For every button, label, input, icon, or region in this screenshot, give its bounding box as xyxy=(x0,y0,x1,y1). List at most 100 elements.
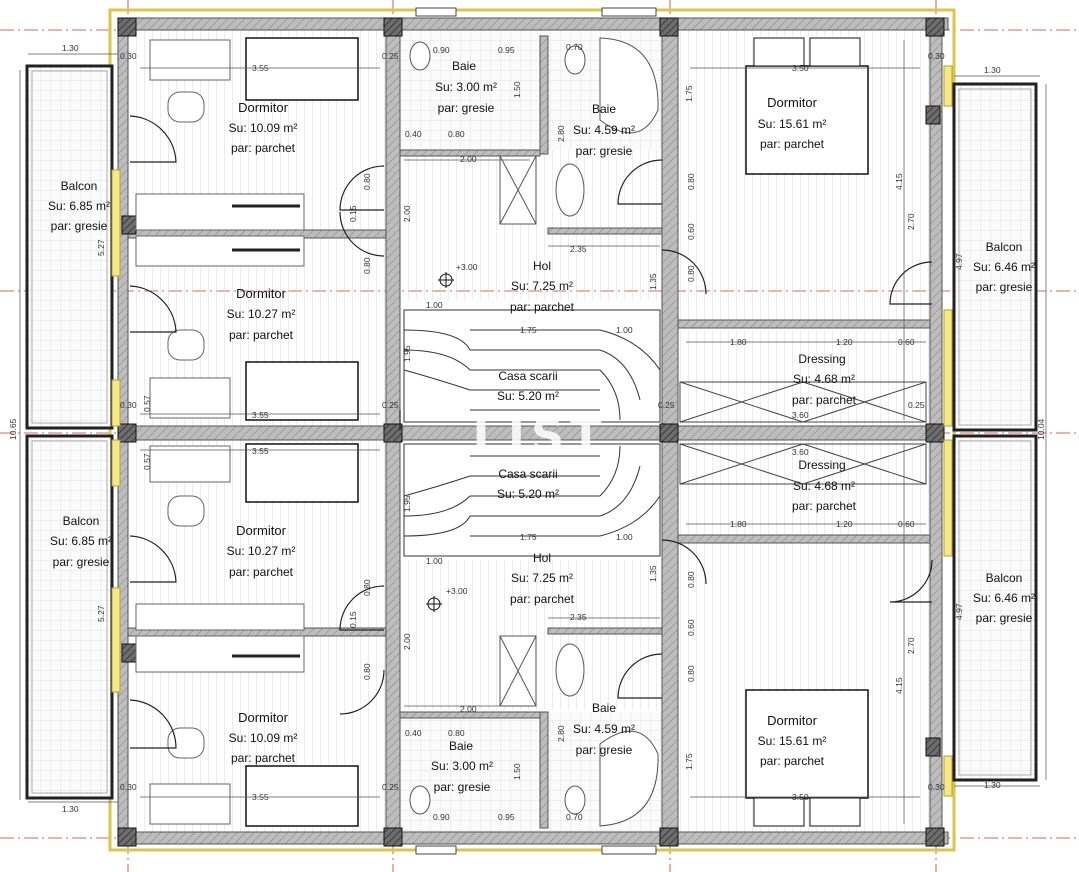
dim-label: 0.80 xyxy=(686,571,696,588)
doors xyxy=(129,115,933,749)
room-area: Su: 7.25 m² xyxy=(511,571,573,585)
dim-label: 0.25 xyxy=(658,400,675,410)
dim-label: 4.15 xyxy=(894,173,904,190)
room-name-dormitor: Dormitor xyxy=(767,713,818,728)
dim-label: 1.30 xyxy=(62,43,79,53)
dim-label: 1.20 xyxy=(836,519,853,529)
room-area: Su: 3.00 m² xyxy=(431,759,493,773)
room-area: Su: 6.85 m² xyxy=(50,534,112,548)
room-area: Su: 10.09 m² xyxy=(229,731,298,745)
room-name-hol: Hol xyxy=(533,259,551,273)
dim-label: 1.75 xyxy=(684,753,694,770)
dim-label: 4.97 xyxy=(954,603,964,620)
dim-label: 0.80 xyxy=(686,665,696,682)
room-floor: par: parchet xyxy=(229,565,294,579)
watermark: LIST xyxy=(473,409,608,463)
room-name-dormitor: Dormitor xyxy=(238,100,289,115)
room-floor: par: parchet xyxy=(231,751,296,765)
dim-label: 0.30 xyxy=(120,400,137,410)
dim-label: 10.04 xyxy=(1036,418,1046,440)
balconies xyxy=(25,64,1038,800)
room-area: Su: 4.59 m² xyxy=(573,123,635,137)
room-area: Su: 4.68 m² xyxy=(793,372,855,386)
dim-label: 0.80 xyxy=(448,728,465,738)
dimension-labels: 1.30 1.30 1.30 1.30 3.55 3.55 3.55 3.55 … xyxy=(8,42,1046,822)
dim-label: 3.55 xyxy=(252,63,269,73)
room-floor: par: gresie xyxy=(53,555,110,569)
dim-label: 0.90 xyxy=(433,812,450,822)
dim-label: 2.80 xyxy=(556,125,566,142)
dim-label: 1.00 xyxy=(426,556,443,566)
room-name-stairwell: Casa scarii xyxy=(498,467,557,481)
room-name-balcon: Balcon xyxy=(63,514,100,528)
dim-label: 5.27 xyxy=(96,239,106,256)
dim-label: 1.20 xyxy=(836,337,853,347)
dim-label: 0.30 xyxy=(928,51,945,61)
dim-label: 0.90 xyxy=(433,45,450,55)
room-name-dormitor: Dormitor xyxy=(238,710,289,725)
dim-label: 1.80 xyxy=(730,519,747,529)
dim-label: 0.60 xyxy=(898,519,915,529)
dim-label: 0.30 xyxy=(120,782,137,792)
desks-and-wardrobes xyxy=(135,39,305,825)
room-name-balcon: Balcon xyxy=(986,571,1023,585)
dim-label: 0.80 xyxy=(362,173,372,190)
dim-label: 4.15 xyxy=(894,677,904,694)
room-name-hol: Hol xyxy=(533,551,551,565)
room-area: Su: 10.27 m² xyxy=(227,544,296,558)
dim-label: 0.25 xyxy=(382,782,399,792)
room-area: Su: 6.46 m² xyxy=(973,591,1035,605)
dim-label: 1.00 xyxy=(426,300,443,310)
dim-label: 2.80 xyxy=(556,725,566,742)
dim-label: 1.95 xyxy=(402,495,412,512)
room-area: Su: 5.20 m² xyxy=(497,389,559,403)
room-area: Su: 4.59 m² xyxy=(573,722,635,736)
dim-label: 0.80 xyxy=(686,173,696,190)
dim-label: 1.75 xyxy=(520,325,537,335)
dim-label: 1.50 xyxy=(512,81,522,98)
room-floor: par: gresie xyxy=(576,144,633,158)
room-name-balcon: Balcon xyxy=(61,179,98,193)
dim-label: 1.95 xyxy=(402,345,412,362)
dim-label: 0.80 xyxy=(686,265,696,282)
dim-label: 1.35 xyxy=(648,273,658,290)
room-name-baie: Baie xyxy=(452,59,476,73)
dim-label: 0.70 xyxy=(566,812,583,822)
dim-label: 0.60 xyxy=(686,619,696,636)
dim-label: 1.80 xyxy=(730,337,747,347)
stairs xyxy=(403,309,661,557)
dim-label: 0.57 xyxy=(142,395,152,412)
room-area: Su: 10.27 m² xyxy=(227,307,296,321)
room-name-baie: Baie xyxy=(592,102,616,116)
dim-label: 0.57 xyxy=(142,453,152,470)
room-floor: par: parchet xyxy=(510,592,575,606)
room-floor: par: gresie xyxy=(576,743,633,757)
dim-label: 10.65 xyxy=(8,418,18,440)
dim-label: 3.60 xyxy=(792,447,809,457)
dim-label: 0.15 xyxy=(348,611,358,628)
room-area: Su: 6.85 m² xyxy=(48,199,110,213)
dressing-storage xyxy=(679,381,927,485)
room-name-dressing: Dressing xyxy=(798,458,845,472)
room-area: Su: 10.09 m² xyxy=(229,121,298,135)
dim-label: 2.35 xyxy=(570,612,587,622)
room-floor: par: parchet xyxy=(510,300,575,314)
dim-label: 1.00 xyxy=(616,532,633,542)
dim-label: 1.75 xyxy=(520,532,537,542)
room-name-dormitor: Dormitor xyxy=(767,95,818,110)
room-labels: Dormitor Su: 10.09 m² par: parchet Dormi… xyxy=(48,59,1035,794)
dim-label: 2.70 xyxy=(906,637,916,654)
room-floor: par: parchet xyxy=(229,328,294,342)
room-name-dormitor: Dormitor xyxy=(236,523,287,538)
room-name-balcon: Balcon xyxy=(986,240,1023,254)
dim-label: 0.25 xyxy=(908,400,925,410)
dim-label: 0.60 xyxy=(898,337,915,347)
dim-label: 3.55 xyxy=(252,446,269,456)
dim-label: 0.60 xyxy=(686,223,696,240)
dim-label: 3.55 xyxy=(252,410,269,420)
room-floor: par: gresie xyxy=(976,280,1033,294)
room-area: Su: 5.20 m² xyxy=(497,487,559,501)
dimension-lines xyxy=(19,40,1047,824)
dim-label: 0.80 xyxy=(362,257,372,274)
